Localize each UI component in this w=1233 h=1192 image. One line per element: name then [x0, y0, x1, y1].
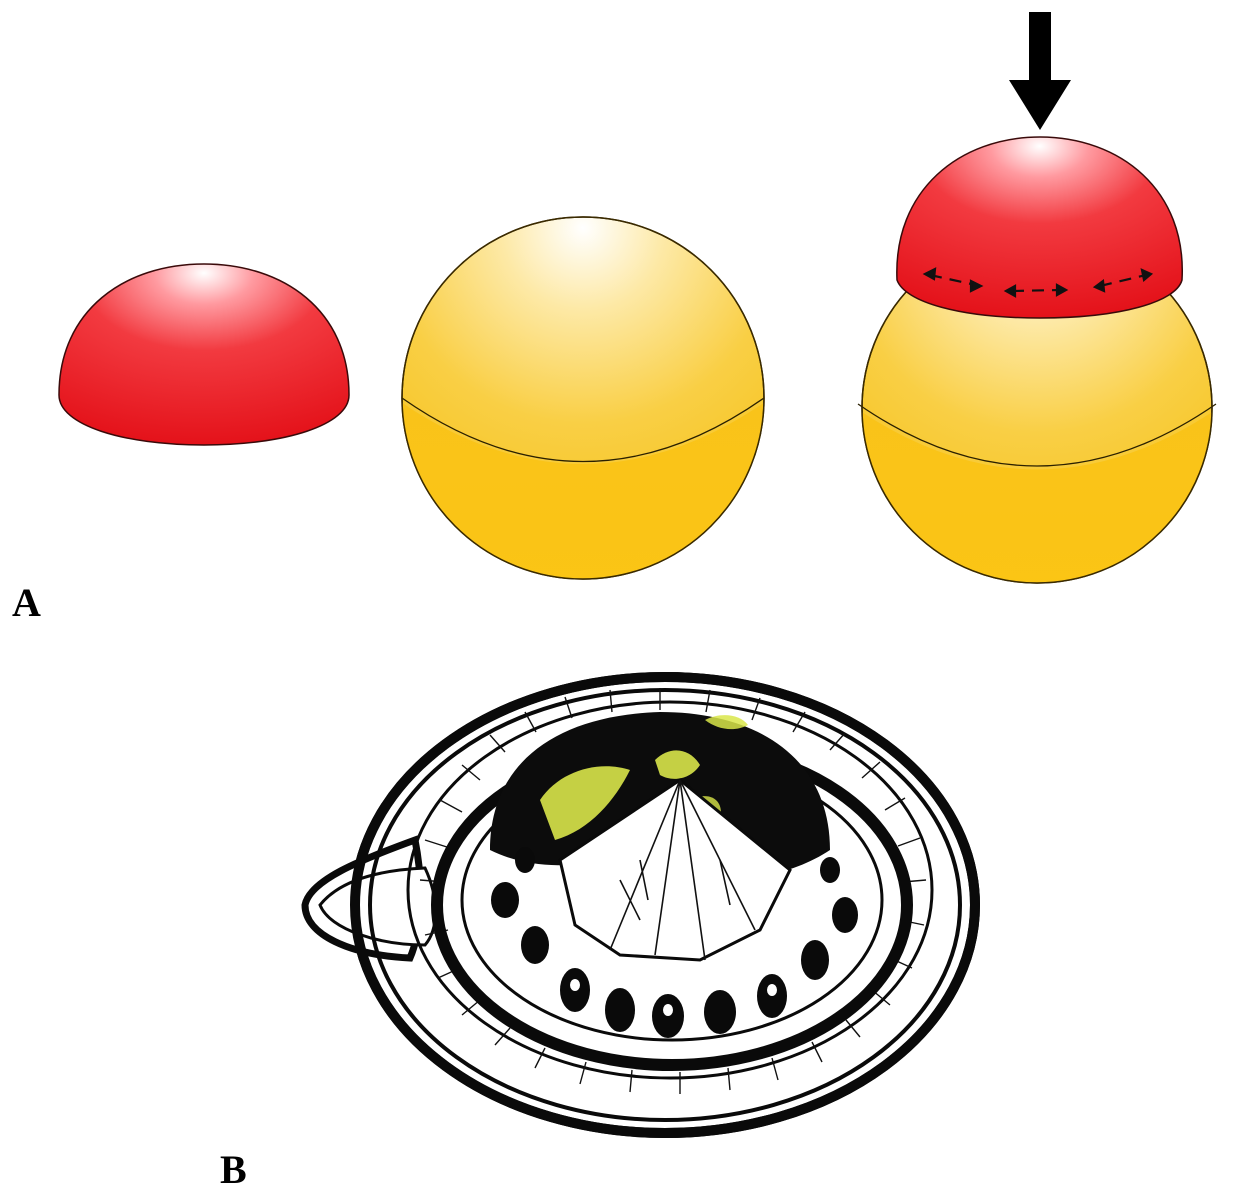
citrus-juicer-icon [301, 672, 980, 1138]
panel-a [58, 12, 1217, 584]
red-hemisphere [58, 263, 350, 446]
red-cap-pressed-on-yellow-sphere [857, 136, 1217, 584]
double-headed-arrow-icon [1092, 268, 1154, 293]
double-headed-arrow-icon [1003, 283, 1069, 298]
panel-label-b: B [220, 1147, 247, 1192]
panel-label-a: A [12, 580, 41, 625]
down-arrow-icon [1009, 12, 1071, 130]
yellow-sphere [401, 216, 765, 580]
double-headed-arrow-icon [922, 267, 984, 293]
